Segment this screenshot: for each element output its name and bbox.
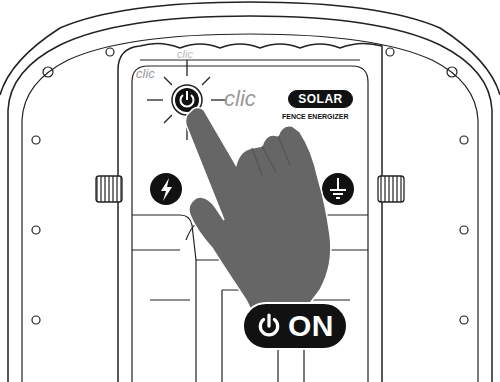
click-sound: clic: [224, 86, 256, 112]
power-icon: [256, 313, 282, 339]
click-sound: clic: [177, 48, 193, 60]
badge-text: ON: [288, 311, 334, 341]
logo-badge: SOLAR: [288, 90, 353, 108]
badge-text: SOLAR: [298, 93, 343, 105]
click-sound: clic: [136, 66, 155, 81]
brand-subtitle: FENCE ENERGIZER: [282, 113, 349, 120]
on-badge: ON: [242, 302, 348, 350]
